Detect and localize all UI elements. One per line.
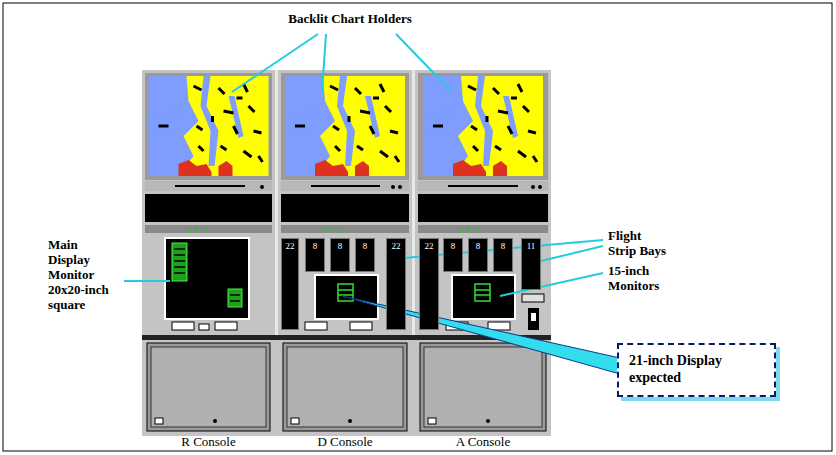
callout-label: Backlit Chart Holders <box>255 12 445 27</box>
flight-strip-bay: 22 <box>386 238 406 330</box>
console: R Console <box>142 70 275 432</box>
strip-count: 22 <box>282 239 298 251</box>
flight-strip-bay: 8 <box>493 238 513 272</box>
callout-wedge <box>342 296 620 374</box>
flight-strip-bay: 8 <box>355 238 375 272</box>
column-divider <box>412 70 415 336</box>
callout-label: 15-inch Monitors <box>608 264 678 294</box>
flight-strip-bay: 22 <box>281 238 299 330</box>
strip-count: 22 <box>387 239 405 251</box>
callout-box: 21-inch Display expected <box>617 343 776 397</box>
callout-label: Main Display Monitor 20x20-inch square <box>48 238 122 313</box>
strip-count: 11 <box>522 239 540 251</box>
strip-count: 8 <box>444 239 462 251</box>
strip-count: 8 <box>331 239 349 251</box>
strip-count: 8 <box>469 239 487 251</box>
console: A Console2288811 <box>415 70 551 432</box>
frame <box>3 3 832 451</box>
chart-light-bars <box>145 181 548 191</box>
leader-lines <box>124 34 603 296</box>
callout-text: 21-inch Display expected <box>629 353 764 387</box>
chart-holders <box>145 73 548 180</box>
flight-strip-bay: 8 <box>468 238 488 272</box>
indicator-bars <box>145 225 548 233</box>
strip-count: 22 <box>420 239 438 251</box>
console-body <box>142 70 551 436</box>
strip-count: 8 <box>356 239 374 251</box>
strip-count: 8 <box>306 239 324 251</box>
flight-strip-bay: 11 <box>521 238 541 290</box>
console-label: A Console <box>415 434 551 450</box>
strip-count: 8 <box>494 239 512 251</box>
black-bands <box>145 194 548 222</box>
flight-strip-bay: 8 <box>443 238 463 272</box>
column-divider <box>275 70 278 336</box>
lower-cabinets <box>147 343 546 431</box>
console-label: R Console <box>142 434 275 450</box>
main-display-monitor <box>165 238 249 319</box>
callout-label: Flight Strip Bays <box>608 229 668 259</box>
console-label: D Console <box>278 434 412 450</box>
flight-strip-bay: 8 <box>305 238 325 272</box>
flight-strip-bay: 8 <box>330 238 350 272</box>
console: D Console2288822 <box>278 70 412 432</box>
flight-strip-bay: 22 <box>419 238 439 330</box>
